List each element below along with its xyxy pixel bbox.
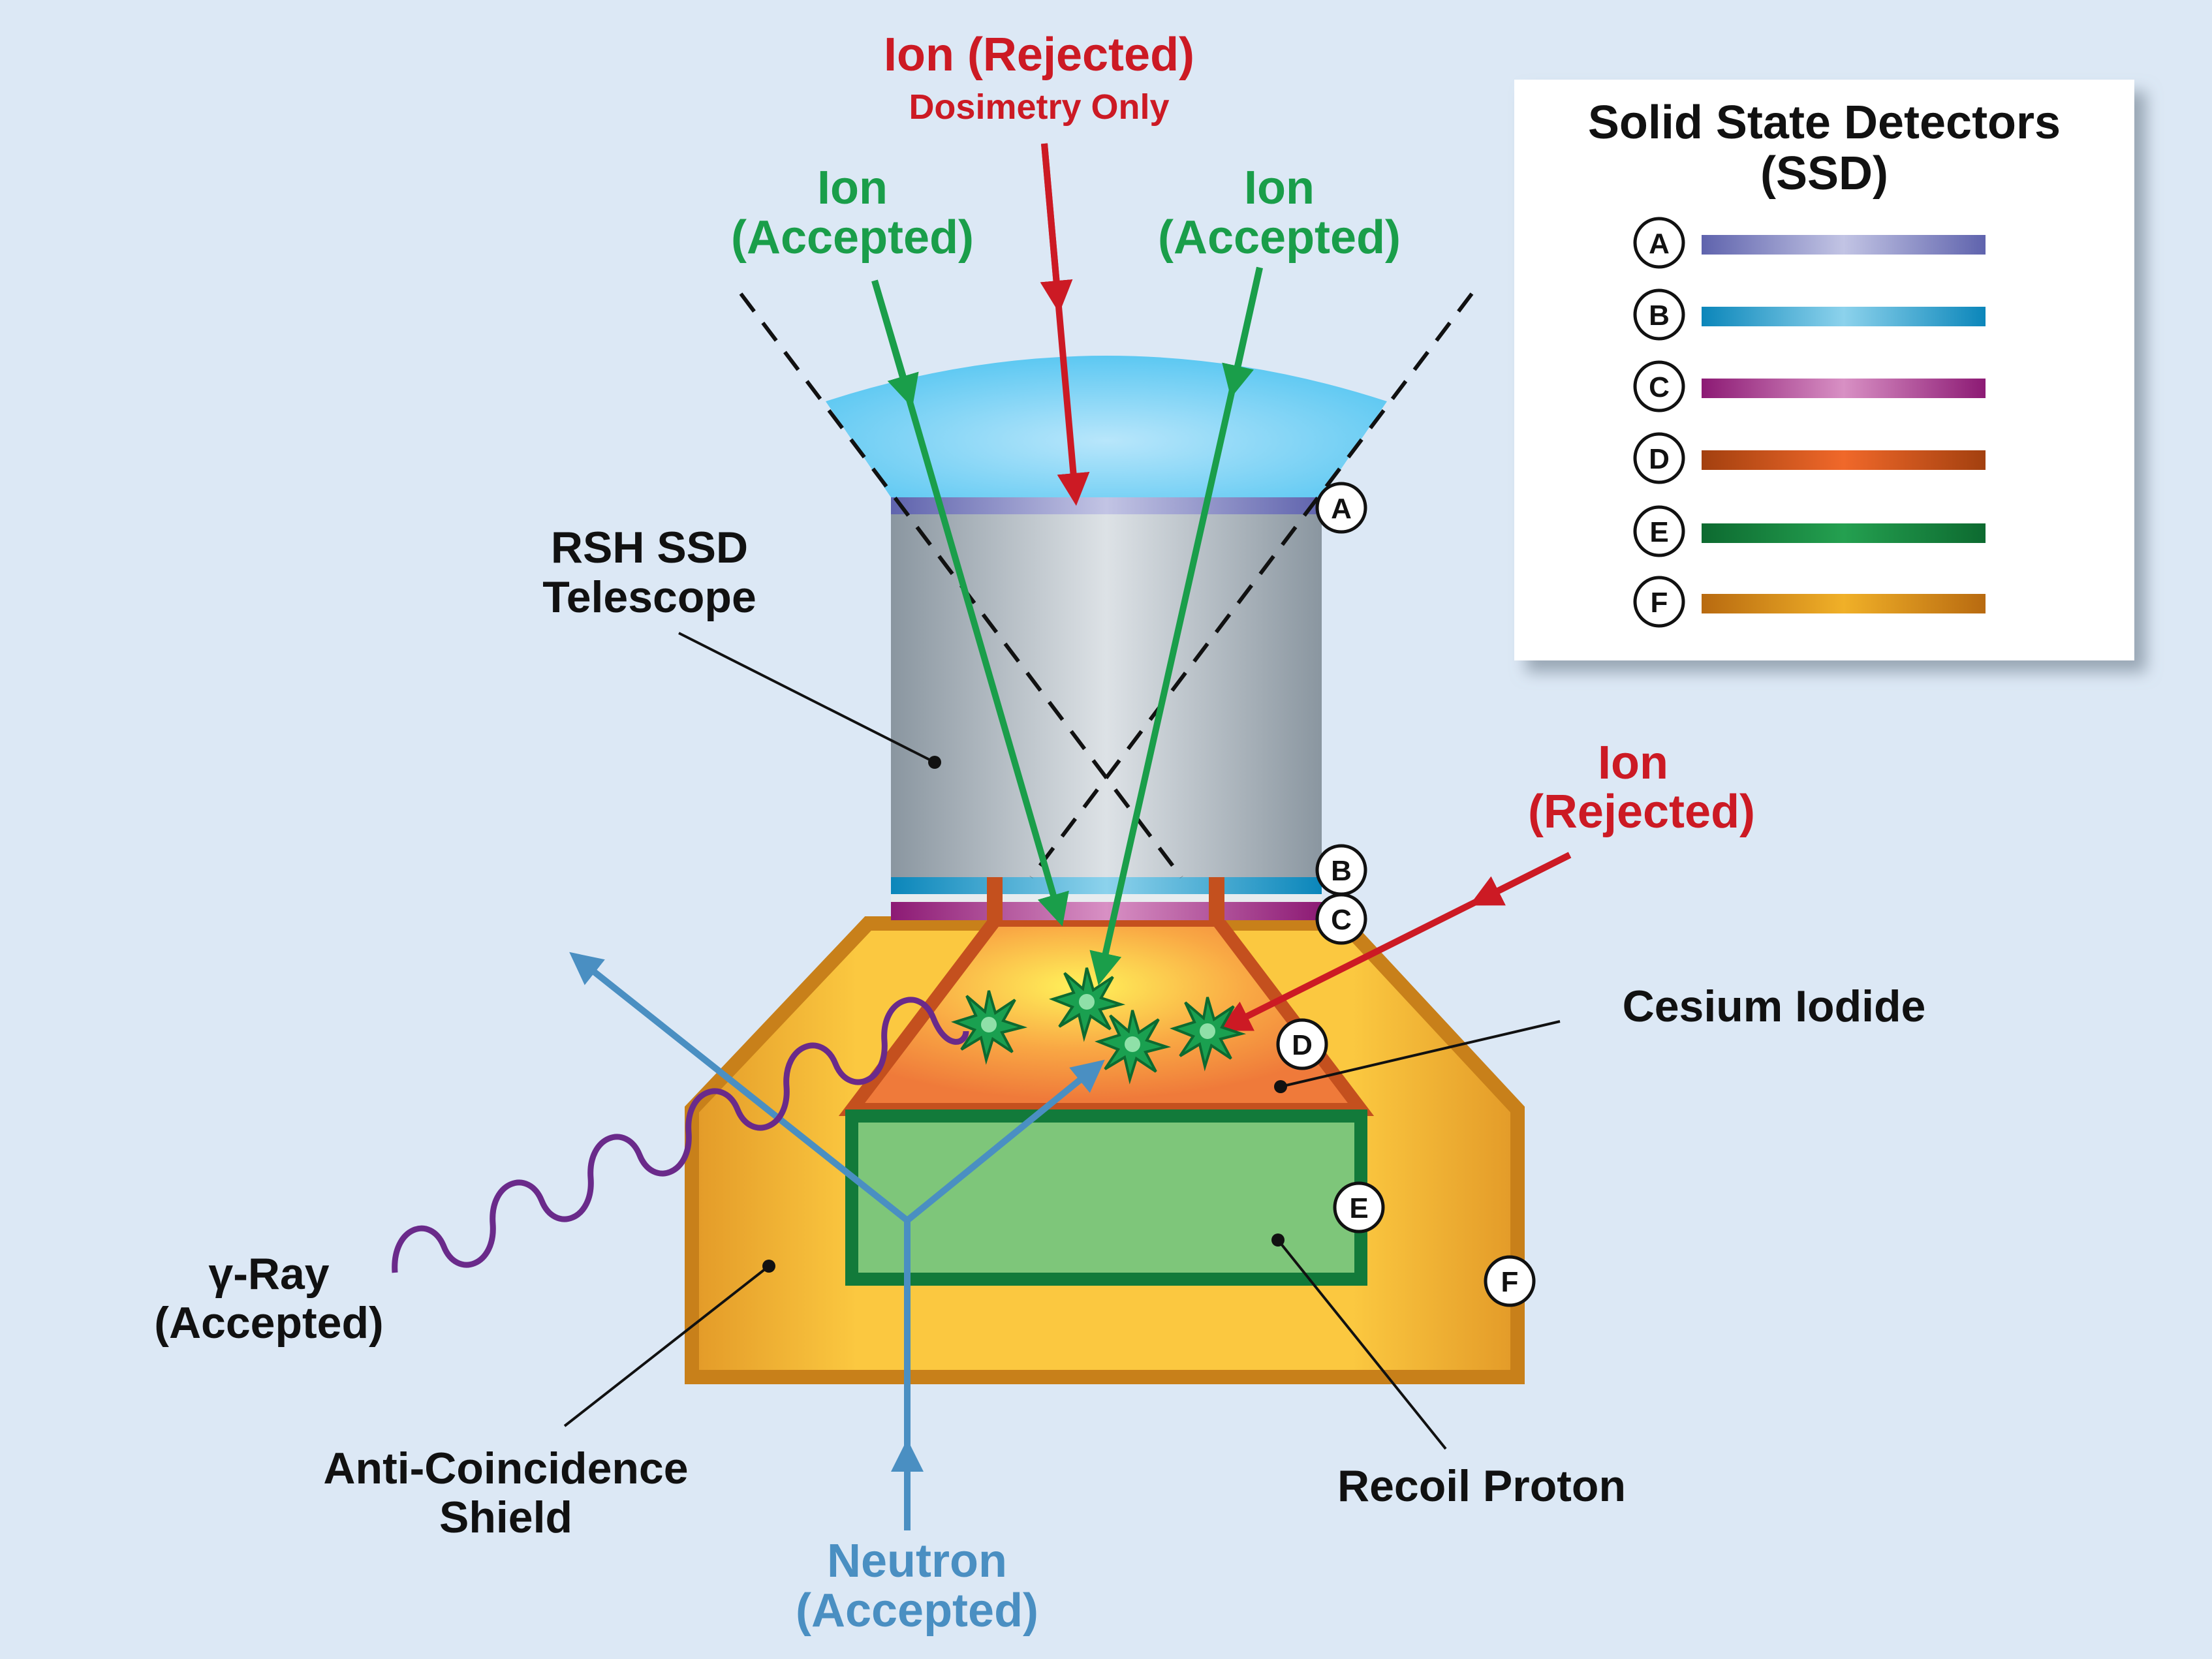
- legend-swatch-a: [1702, 235, 1986, 255]
- svg-text:A: A: [1331, 493, 1352, 525]
- svg-text:D: D: [1292, 1029, 1313, 1061]
- legend-item-a: A: [1633, 217, 1986, 269]
- label-anti-coincidence: Anti-Coincidence: [323, 1444, 688, 1493]
- label-gamma-ray: γ-Ray: [208, 1249, 329, 1299]
- label-accepted-right: (Accepted): [1158, 211, 1401, 264]
- legend-swatch-f: [1702, 594, 1986, 613]
- marker-a: A: [1315, 482, 1367, 534]
- svg-text:D: D: [1649, 443, 1670, 475]
- ion-accepted-left-arrow: [871, 279, 1069, 927]
- legend-swatch-c: [1702, 379, 1986, 398]
- svg-text:B: B: [1649, 300, 1670, 332]
- label-rejected-right: (Rejected): [1528, 786, 1755, 838]
- svg-text:F: F: [1651, 587, 1668, 619]
- label-recoil-proton: Recoil Proton: [1337, 1461, 1626, 1511]
- label-gamma-accepted: (Accepted): [154, 1298, 383, 1348]
- label-cesium-iodide: Cesium Iodide: [1623, 982, 1926, 1031]
- legend-swatch-d: [1702, 450, 1986, 470]
- svg-text:F: F: [1501, 1266, 1519, 1298]
- label-ion-rejected-top: Ion (Rejected): [884, 29, 1194, 81]
- label-ion-rejected-right: Ion: [1598, 737, 1668, 789]
- legend-subtitle: (SSD): [1760, 147, 1888, 200]
- legend-item-c: C: [1633, 360, 1986, 412]
- telescope-field-of-view: [826, 356, 1387, 497]
- label-ion-accepted-left: Ion: [817, 162, 888, 214]
- legend-swatch-b: [1702, 307, 1986, 326]
- legend-item-b: B: [1633, 288, 1986, 341]
- svg-text:E: E: [1349, 1192, 1368, 1224]
- marker-d: D: [1276, 1018, 1328, 1070]
- label-dosimetry-only: Dosimetry Only: [909, 87, 1169, 127]
- label-telescope: Telescope: [542, 572, 756, 622]
- legend-item-f: F: [1633, 576, 1986, 628]
- svg-text:A: A: [1649, 228, 1670, 260]
- detector-a-layer: [891, 497, 1322, 514]
- ion-accepted-right-arrow: [1089, 266, 1263, 985]
- marker-c: C: [1315, 893, 1367, 945]
- legend-item-d: D: [1633, 432, 1986, 484]
- detector-b-layer: [891, 877, 1322, 894]
- ssd-legend: Solid State Detectors (SSD) A B C D E: [1514, 80, 2134, 660]
- legend-swatch-e: [1702, 523, 1986, 543]
- gamma-ray-wave: [392, 997, 969, 1273]
- label-shield: Shield: [439, 1493, 572, 1542]
- svg-text:E: E: [1649, 516, 1668, 548]
- marker-e: E: [1333, 1181, 1385, 1233]
- label-neutron: Neutron: [827, 1535, 1007, 1587]
- marker-f: F: [1484, 1255, 1536, 1307]
- label-neutron-accepted: (Accepted): [796, 1585, 1038, 1637]
- label-rsh-ssd: RSH SSD: [551, 523, 748, 572]
- label-ion-accepted-right: Ion: [1244, 162, 1315, 214]
- ion-rejected-top-arrow: [1040, 143, 1090, 506]
- legend-item-e: E: [1633, 505, 1986, 557]
- legend-title: Solid State Detectors: [1588, 97, 2061, 149]
- detector-markers: A B C D E F: [1276, 482, 1536, 1307]
- marker-b: B: [1315, 844, 1367, 896]
- ion-rejected-right-arrow: [1218, 852, 1572, 1031]
- detector-c-layer: [891, 902, 1322, 920]
- leader-lines: [563, 632, 1561, 1450]
- leader-dots: [762, 756, 1287, 1273]
- recoil-proton-scintillator: [845, 1109, 1367, 1286]
- rsh-ssd-telescope: [826, 356, 1387, 920]
- svg-text:B: B: [1331, 855, 1352, 887]
- label-accepted-left: (Accepted): [731, 211, 974, 264]
- svg-text:C: C: [1649, 371, 1670, 403]
- svg-text:C: C: [1331, 904, 1352, 936]
- neutron-paths: [569, 952, 1105, 1530]
